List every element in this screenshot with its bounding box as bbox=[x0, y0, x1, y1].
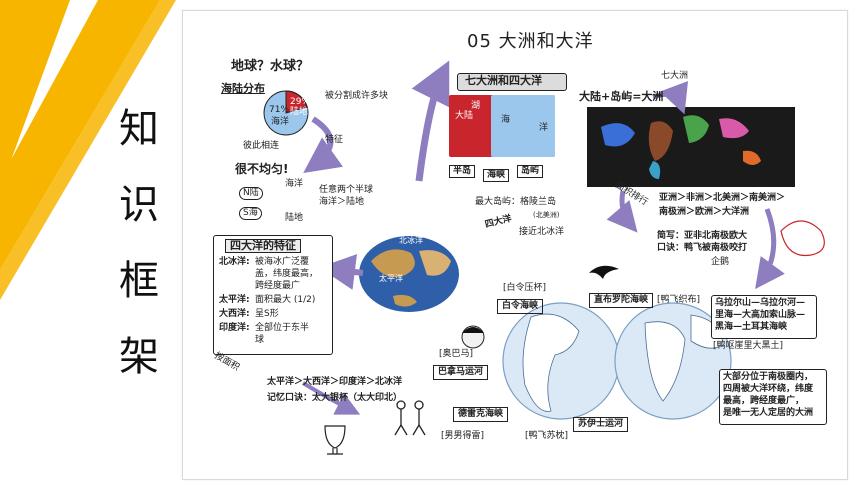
side-title-char: 识 bbox=[119, 182, 159, 228]
uneven-title: 很不均匀! bbox=[235, 162, 289, 176]
indian-text: 球 bbox=[255, 335, 265, 345]
uneven-land: 陆地 bbox=[285, 213, 304, 223]
panama-label: 巴拿马运河 bbox=[433, 365, 489, 380]
penguin-label: 企鹅 bbox=[711, 257, 730, 267]
antarctica-line: 大部分位于南极圈内， bbox=[723, 372, 814, 382]
ocean-rank-mnemonic: 记忆口诀：太大银杯（太大印北） bbox=[267, 393, 403, 403]
sea-label: 海 bbox=[501, 115, 511, 125]
bering-label: 白令海峡 bbox=[497, 299, 544, 314]
ocean-label-box: 洋 bbox=[539, 123, 549, 133]
drake-hint: [男男得雷] bbox=[441, 431, 485, 441]
seven-four-title: 七大洲和四大洋 bbox=[465, 74, 542, 87]
arctic-text: 被海冰广泛覆 bbox=[255, 257, 310, 267]
pacific-text: 面积最大 (1/2) bbox=[255, 295, 316, 305]
ocean-pct: 71% bbox=[269, 105, 290, 115]
drake-label: 德雷克海峡 bbox=[453, 407, 509, 422]
land-label: 陆地 bbox=[290, 107, 309, 117]
feature-label: 特征 bbox=[325, 135, 344, 145]
continent-formula: 大陆+岛屿=大洲 bbox=[579, 90, 664, 103]
globe-arctic: 北冰洋 bbox=[399, 236, 423, 245]
ocean-rank-line: 太平洋＞大西洋＞印度洋＞北冰洋 bbox=[267, 377, 403, 387]
peninsula-label: 半岛 bbox=[449, 165, 476, 178]
side-title: 知 识 框 架 bbox=[104, 104, 174, 382]
island-label: 岛屿 bbox=[517, 165, 544, 178]
antarctica-line: 是唯一无人定居的大洲 bbox=[723, 408, 814, 418]
north-land: N陆 bbox=[239, 187, 263, 200]
connected-note: 彼此相连 bbox=[243, 141, 280, 151]
suez-hint: [鸭飞苏枕] bbox=[525, 431, 569, 441]
panama-hint: [奥巴马] bbox=[439, 349, 474, 359]
land-pct: 29% bbox=[290, 97, 311, 107]
largest-island: 最大岛屿：格陵兰岛 bbox=[475, 197, 557, 207]
ocean-gt-land: 海洋＞陆地 bbox=[319, 197, 365, 207]
area-rank-line2: 南极洲＞欧洲＞大洋洲 bbox=[659, 207, 750, 217]
border-hint: [鸭呕崖里大黑土] bbox=[713, 341, 784, 351]
mind-map-image: 05 大洲和大洋 地球？水球？ 海陆分布 71% 海洋 29% 陆地 被分割成许… bbox=[182, 10, 848, 480]
near-arctic: 接近北冰洋 bbox=[519, 227, 565, 237]
side-title-char: 知 bbox=[119, 106, 159, 152]
ocean-label: 海洋 bbox=[271, 117, 290, 127]
gibraltar-label: 直布罗陀海峡 bbox=[589, 293, 654, 308]
seven-continents-label: 七大洲 bbox=[661, 71, 689, 81]
indian-text: 全部位于东半 bbox=[255, 323, 310, 333]
border-line2: 里海—大高加索山脉— bbox=[715, 310, 806, 320]
mnemonic-line1: 简写：亚非北南极欧大 bbox=[657, 231, 748, 241]
uneven-sea: 海洋 bbox=[285, 179, 304, 189]
arctic-label: 北冰洋: bbox=[219, 257, 250, 267]
indian-label: 印度洋: bbox=[219, 323, 250, 333]
suez-label: 苏伊士运河 bbox=[573, 417, 629, 432]
antarctica-line: 四周被大洋环绕，纬度 bbox=[723, 384, 814, 394]
south-sea: S海 bbox=[239, 207, 262, 220]
arctic-text: 盖，纬度最高， bbox=[255, 269, 319, 279]
side-title-char: 框 bbox=[119, 258, 159, 304]
atlantic-label: 大西洋: bbox=[219, 309, 250, 319]
atlantic-text: 呈S形 bbox=[255, 309, 279, 319]
either-hemisphere: 任意两个半球 bbox=[319, 185, 374, 195]
mainland-label: 大陆 bbox=[455, 111, 474, 121]
map-title: 05 大洲和大洋 bbox=[467, 31, 594, 52]
strait-label: 海峡 bbox=[483, 169, 510, 182]
gibraltar-hint: [鸭飞织布] bbox=[657, 295, 701, 305]
arctic-text: 跨经度最广 bbox=[255, 281, 301, 291]
globe-pacific: 太平洋 bbox=[379, 274, 403, 283]
pacific-label: 太平洋: bbox=[219, 295, 250, 305]
earth-question: 地球？水球？ bbox=[231, 59, 310, 74]
side-title-char: 架 bbox=[119, 334, 159, 380]
mnemonic-line2: 口诀：鸭飞被南极咬打 bbox=[657, 243, 748, 253]
lake-label: 湖 bbox=[471, 101, 481, 111]
largest-island-sub: (北美洲) bbox=[533, 211, 560, 219]
border-line3: 黑海—土耳其海峡 bbox=[715, 322, 788, 332]
mind-map-drawing bbox=[263, 60, 825, 455]
border-line1: 乌拉尔山—乌拉尔河— bbox=[715, 298, 806, 308]
split-note: 被分割成许多块 bbox=[325, 91, 389, 101]
land-sea-label: 海陆分布 bbox=[221, 82, 265, 95]
antarctica-line: 最高，跨经度最广， bbox=[723, 396, 805, 406]
yellow-stripe-decoration bbox=[0, 0, 176, 300]
area-rank-line1: 亚洲＞非洲＞北美洲＞南美洲＞ bbox=[659, 193, 786, 203]
bering-hint: [白令压杯] bbox=[503, 283, 547, 293]
four-oceans-title: 四大洋的特征 bbox=[225, 239, 301, 253]
